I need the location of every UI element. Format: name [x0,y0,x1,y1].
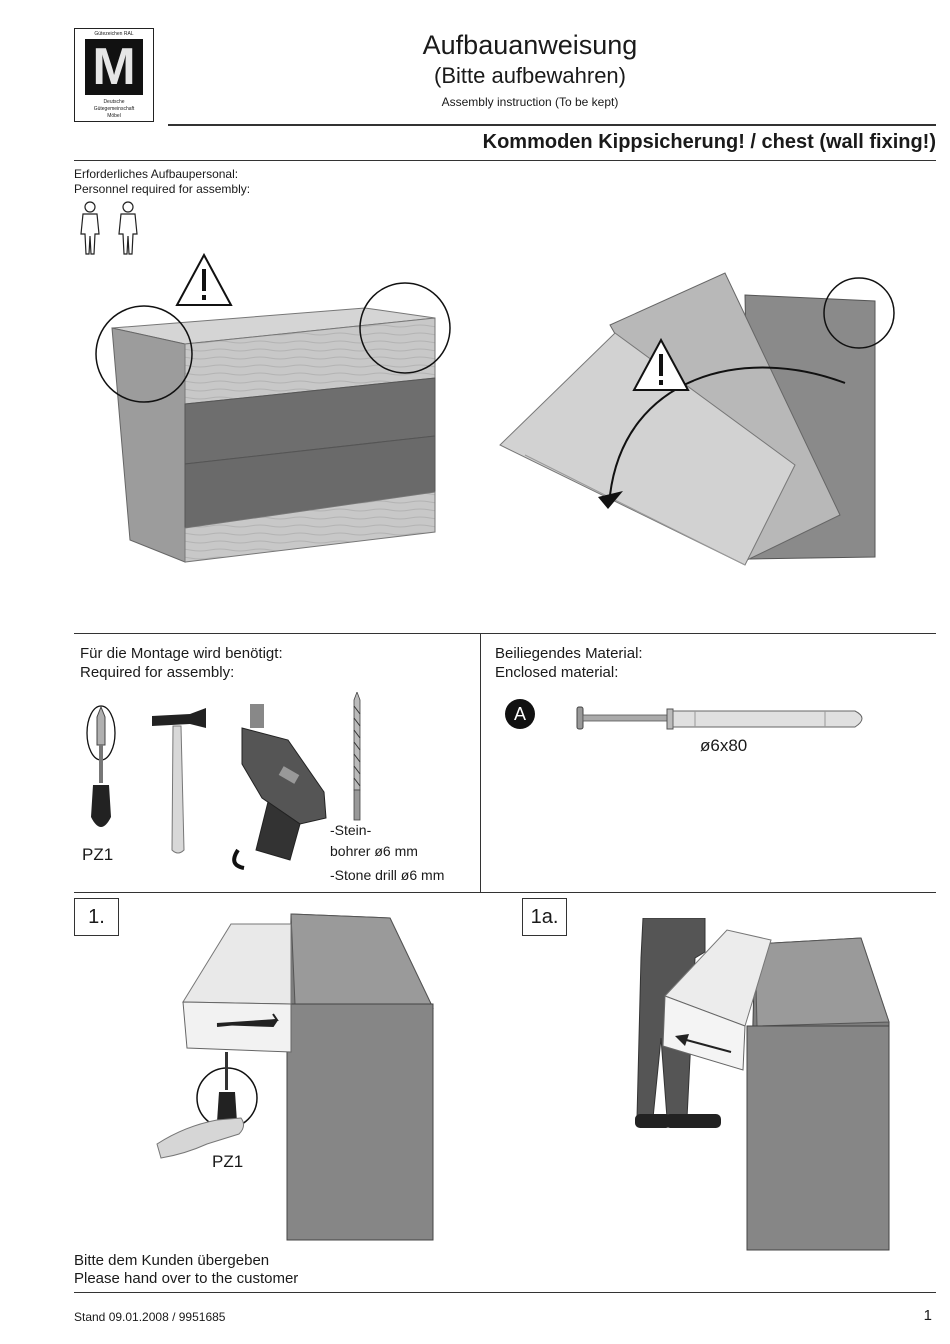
chest-illustration [95,282,451,563]
warning-triangle-icon [175,253,233,306]
step-1a-illustration [635,918,890,1251]
drill-icon [232,704,327,870]
page-number: 1 [923,1307,932,1324]
material-size: ø6x80 [700,736,748,755]
seal-line-1: Deutsche [103,99,125,105]
warning-triangle-icon [632,338,690,391]
step-number-box: 1. [74,898,119,936]
page-title: Aufbauanweisung [422,30,638,60]
wall-plug-screw-icon [576,706,863,730]
personnel-label-en: Personnel required for assembly: [74,182,251,196]
handover-note-en: Please hand over to the customer [74,1270,299,1287]
material-badge: A [505,699,535,729]
drill-bit-label-de-2: bohrer ø6 mm [330,843,418,859]
seal-line-3: Möbel [107,113,121,119]
step-1-illustration [156,913,434,1241]
tools-heading-en: Required for assembly: [80,664,235,681]
person-icon [80,201,100,255]
seal-letter: M [92,38,136,96]
tools-divider [74,633,936,634]
quality-seal: Gütezeichen RAL M Deutsche Gütegemeinsch… [74,28,154,122]
seal-letter-block: M [85,39,143,95]
page-subtitle: (Bitte aufbewahren) [434,63,626,88]
product-divider [74,160,936,161]
step-number: 1. [88,906,105,928]
handover-note-de: Bitte dem Kunden übergeben [74,1252,270,1269]
step-number-box: 1a. [522,898,567,936]
material-badge-letter: A [513,704,526,724]
screwdriver-icon [86,705,116,827]
seal-top-text: Gütezeichen RAL [94,31,134,37]
footer-divider [74,1292,936,1293]
material-heading-en: Enclosed material: [495,664,619,681]
material-heading-de: Beiliegendes Material: [495,645,643,662]
detail-circle [823,277,895,349]
drill-bit-label-de-1: -Stein- [330,822,372,838]
hammer-icon [152,708,206,854]
person-icon [118,201,138,255]
page-subtitle-en: Assembly instruction (To be kept) [441,95,619,109]
screwdriver-label: PZ1 [82,845,114,864]
detail-circle [359,282,451,374]
product-title: Kommoden Kippsicherung! / chest (wall fi… [482,131,936,153]
personnel-label-de: Erforderliches Aufbaupersonal: [74,167,239,181]
tools-column-divider [480,633,481,893]
tools-heading-de: Für die Montage wird benötigt: [80,645,283,662]
stone-drill-bit-icon [353,692,361,821]
step-number: 1a. [530,906,559,928]
drill-bit-label-en: -Stone drill ø6 mm [330,867,445,883]
tipping-chest-illustration [499,272,895,566]
step-1-tool-label: PZ1 [212,1152,244,1171]
detail-circle [95,305,193,403]
document-stand: Stand 09.01.2008 / 9951685 [74,1310,226,1324]
seal-line-2: Gütegemeinschaft [93,106,135,112]
steps-divider [74,892,936,893]
header-divider [168,124,936,126]
personnel-icons [80,201,138,255]
